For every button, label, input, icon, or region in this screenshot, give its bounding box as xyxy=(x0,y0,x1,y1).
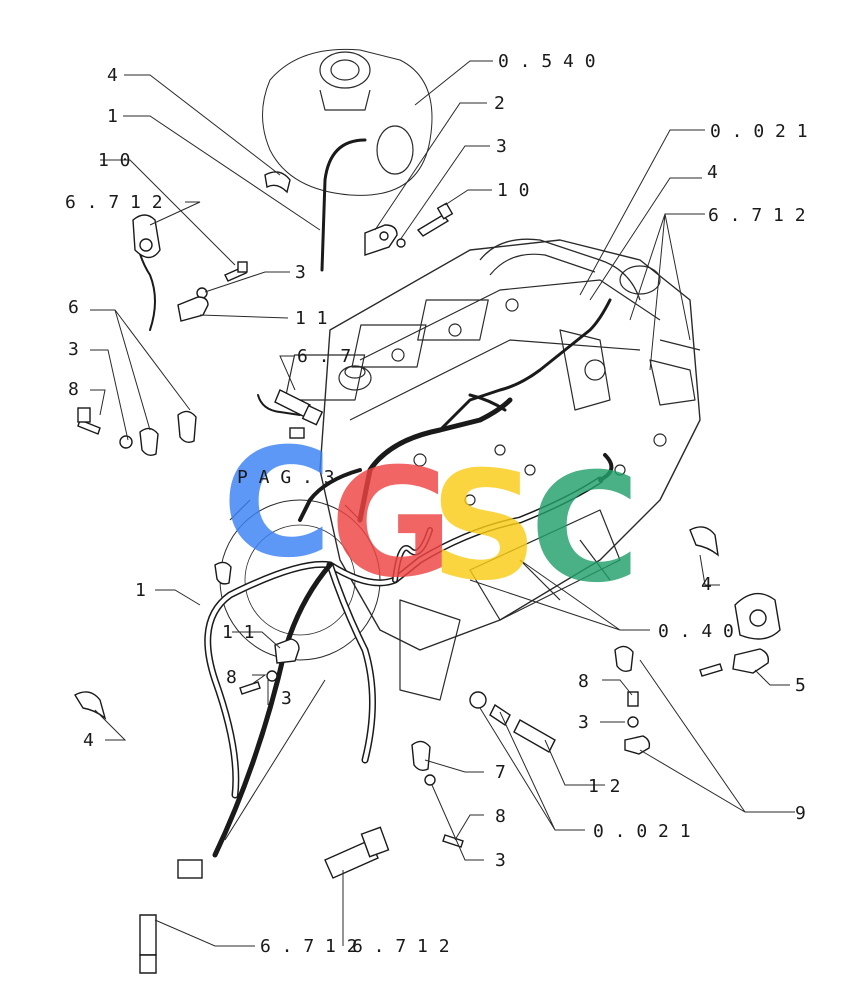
callout-label: 9 xyxy=(795,803,806,824)
callout-label: 4 xyxy=(83,730,94,751)
callout-label: 1 1 xyxy=(222,622,255,643)
leader-lines xyxy=(90,60,795,947)
callout-label: 0 . 0 2 1 xyxy=(710,121,808,142)
callout-label: 0 . 4 0 xyxy=(658,621,734,642)
callout-labels: 0 . 5 4 0 4 1 2 3 1 0 1 0 6 . 7 1 2 3 1 … xyxy=(65,51,808,957)
callout-label: 8 xyxy=(495,806,506,827)
parts xyxy=(74,171,781,974)
callout-label: 0 . 5 4 0 xyxy=(498,51,596,72)
callout-label: 4 xyxy=(707,162,718,183)
callout-label: 4 xyxy=(107,65,118,86)
callout-label: 6 . 7 xyxy=(297,346,351,367)
callout-label: 2 xyxy=(494,93,505,114)
callout-label: 1 0 xyxy=(497,180,530,201)
callout-label: 1 xyxy=(107,106,118,127)
callout-label: 1 xyxy=(135,580,146,601)
callout-label: 3 xyxy=(281,688,292,709)
callout-label: 8 xyxy=(578,671,589,692)
callout-label: 1 2 xyxy=(588,776,621,797)
watermark-letter-2: G xyxy=(330,437,453,611)
callout-label: 1 0 xyxy=(98,150,131,171)
callout-label: 6 . 7 1 2 xyxy=(260,936,358,957)
engine-illustration xyxy=(219,48,701,701)
callout-label: 3 xyxy=(496,136,507,157)
callout-label: 3 xyxy=(68,339,79,360)
callout-label: P A G . 3 xyxy=(237,467,335,488)
callout-label: 6 . 7 1 2 xyxy=(352,936,450,957)
watermark-letter-4: C xyxy=(530,442,640,616)
callout-label: 4 xyxy=(701,574,712,595)
callout-label: 6 . 7 1 2 xyxy=(708,205,806,226)
callout-label: 6 xyxy=(68,297,79,318)
callout-label: 3 xyxy=(578,712,589,733)
callout-label: 1 1 xyxy=(295,308,328,329)
callout-label: 7 xyxy=(495,762,506,783)
callout-label: 5 xyxy=(795,675,806,696)
callout-label: 8 xyxy=(226,667,237,688)
wiring-harness xyxy=(134,138,614,858)
callout-label: 3 xyxy=(295,262,306,283)
callout-label: 6 . 7 1 2 xyxy=(65,192,163,213)
callout-label: 3 xyxy=(495,850,506,871)
watermark-letter-3: S xyxy=(430,440,538,614)
callout-label: 8 xyxy=(68,379,79,400)
callout-label: 0 . 0 2 1 xyxy=(593,821,691,842)
watermark-logo: C G S C xyxy=(222,417,640,616)
watermark-letter-1: C xyxy=(222,417,332,591)
